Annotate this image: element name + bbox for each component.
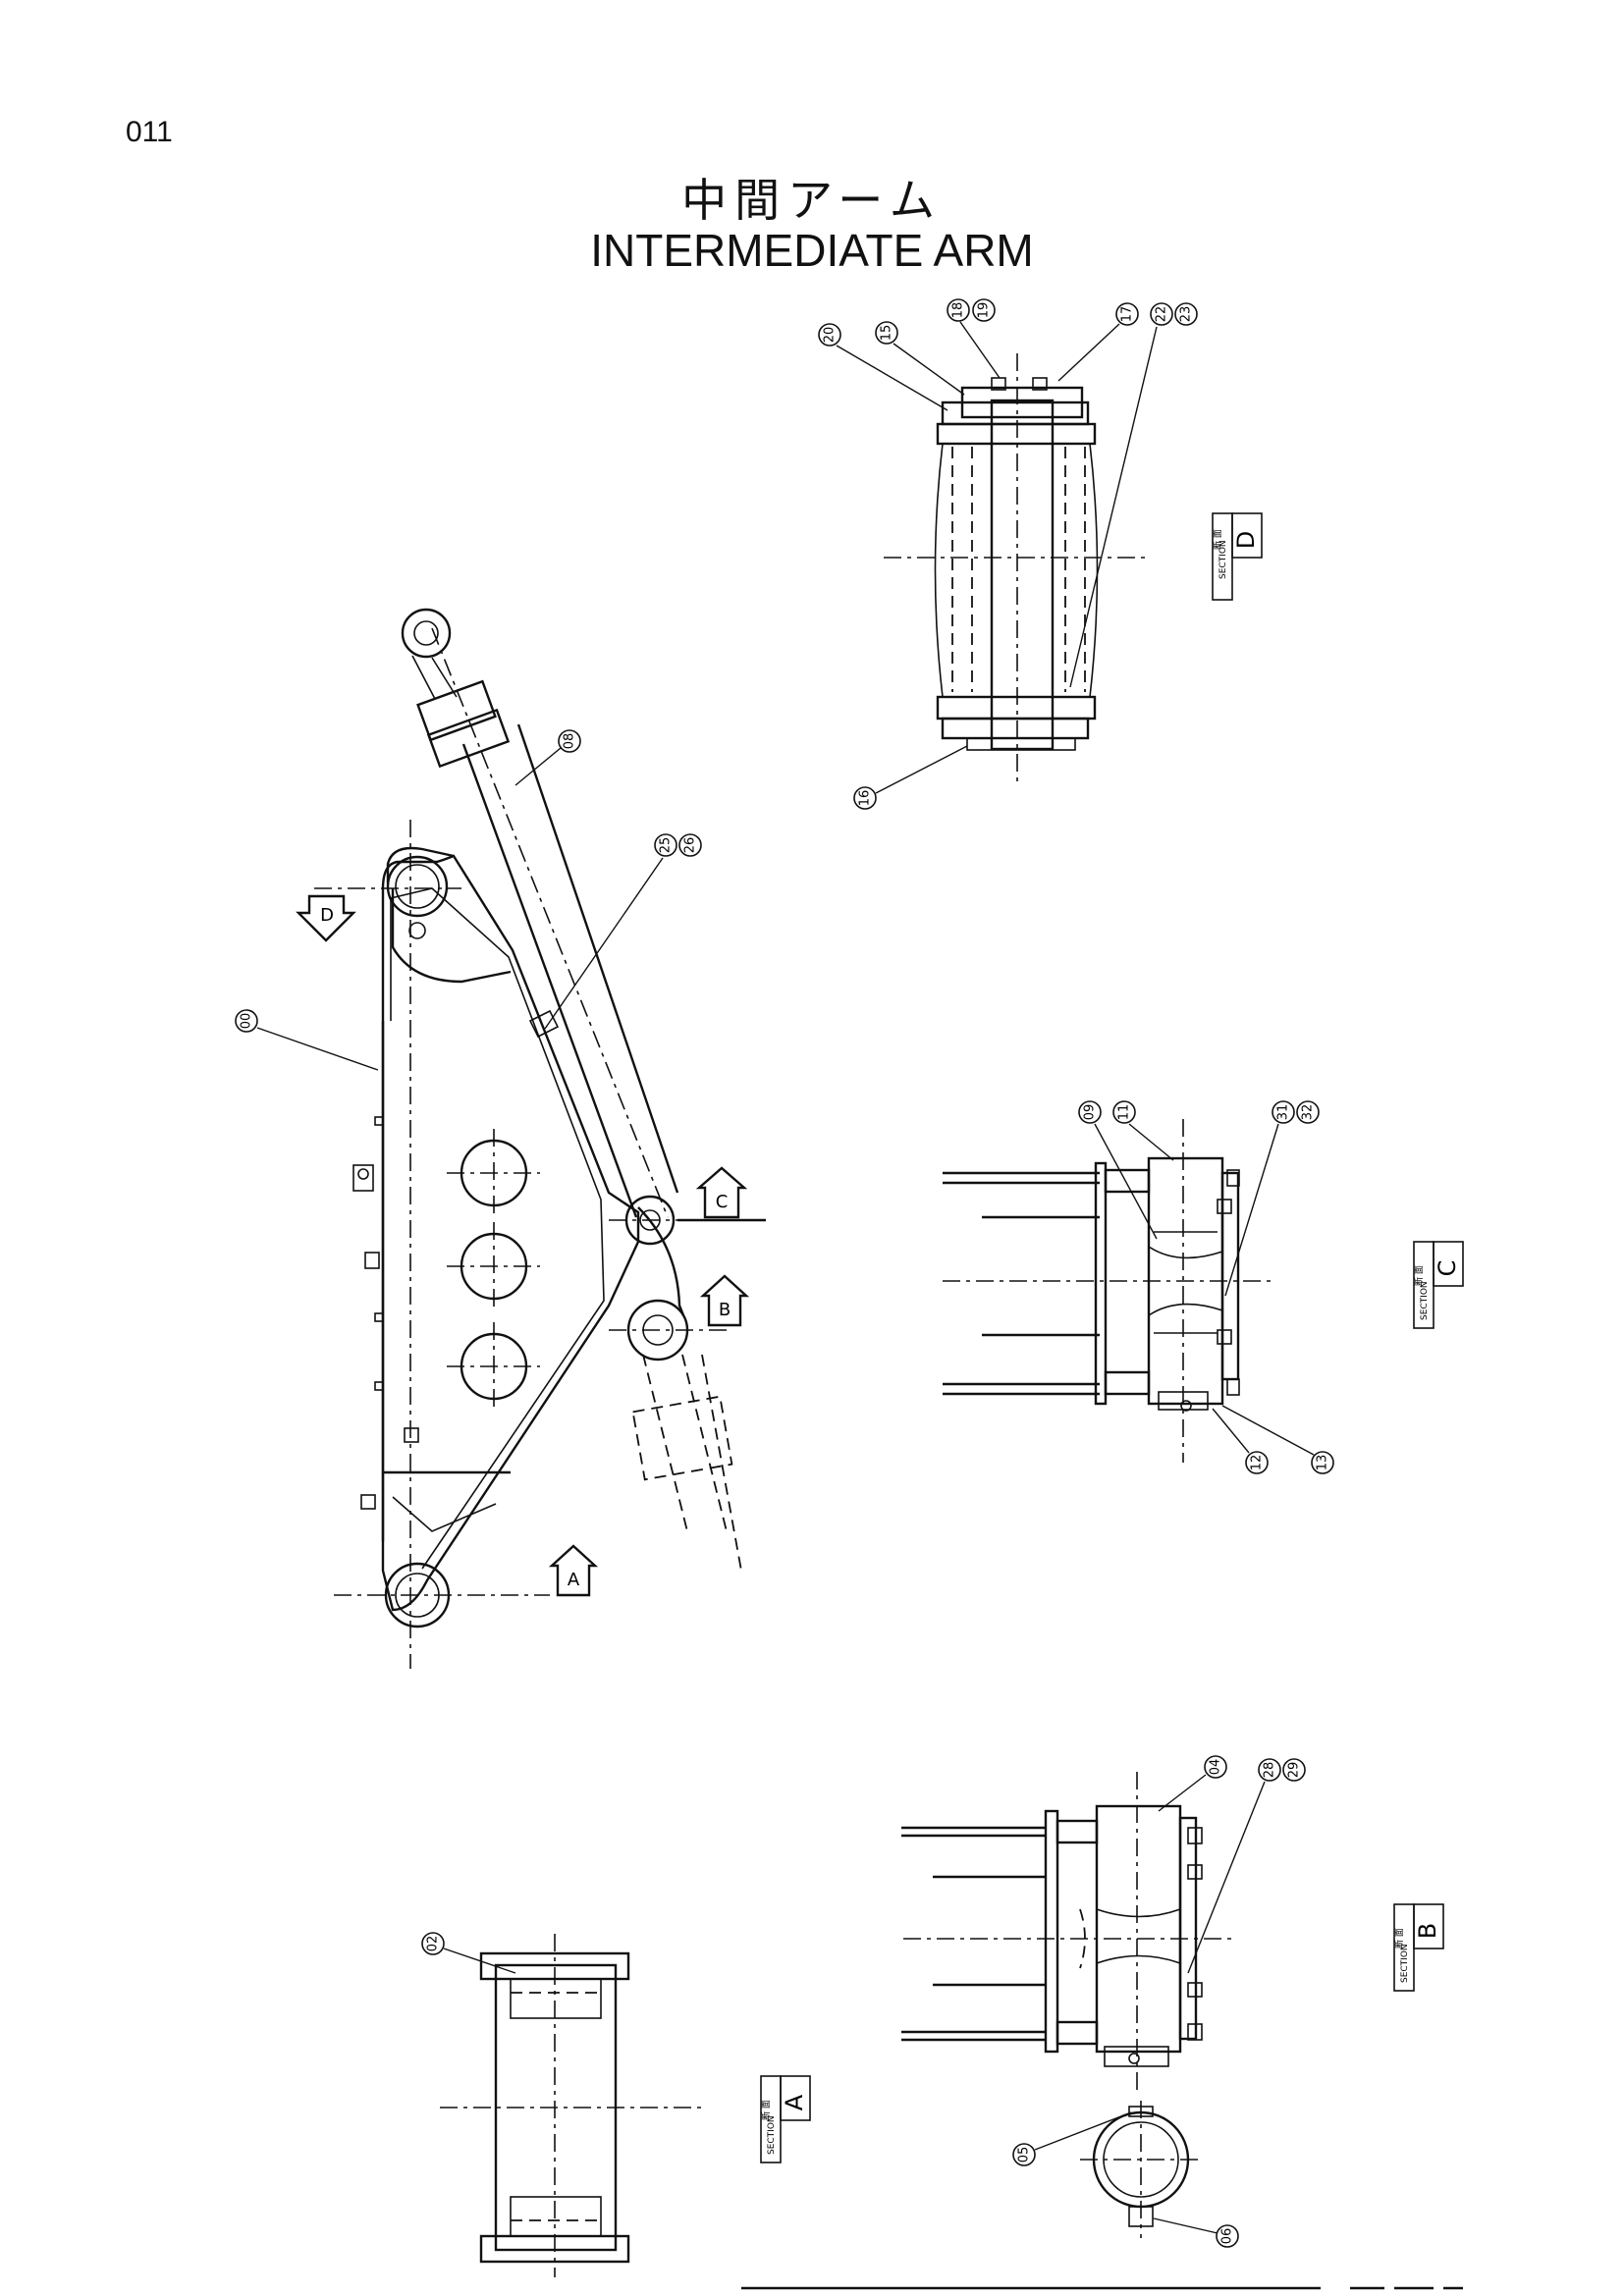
part-balloon-05: 05 — [1012, 2111, 1132, 2166]
part-balloon-13: 13 — [1221, 1405, 1334, 1474]
section-a-view — [440, 1934, 702, 2277]
svg-text:A: A — [568, 1570, 580, 1590]
section-d-view — [884, 353, 1149, 785]
part-balloon-12: 12 — [1212, 1408, 1269, 1474]
svg-text:29: 29 — [1287, 1762, 1302, 1779]
svg-text:D: D — [320, 905, 334, 926]
svg-text:04: 04 — [1209, 1759, 1223, 1776]
page-number: 011 — [126, 116, 173, 148]
svg-text:22: 22 — [1155, 306, 1169, 323]
part-balloon-08: 08 — [514, 729, 581, 786]
svg-text:06: 06 — [1220, 2228, 1235, 2245]
svg-text:20: 20 — [823, 327, 838, 344]
svg-text:SECTION: SECTION — [1218, 540, 1228, 579]
view-arrows: D C B A — [296, 894, 766, 1597]
part-balloon-11: 11 — [1112, 1100, 1174, 1161]
svg-text:08: 08 — [563, 733, 577, 750]
svg-text:B: B — [719, 1300, 731, 1320]
section-label-a: SECTION 断 面 A — [760, 2075, 811, 2163]
main-arm-view — [314, 608, 766, 1669]
view-arrow-c: C — [677, 1166, 766, 1222]
svg-text:32: 32 — [1301, 1104, 1316, 1121]
svg-text:28: 28 — [1263, 1762, 1277, 1779]
svg-text:A: A — [781, 2094, 808, 2110]
part-balloon-23: 23 — [1174, 302, 1198, 326]
svg-text:23: 23 — [1179, 306, 1194, 323]
svg-text:断 面: 断 面 — [1413, 1265, 1425, 1286]
svg-text:09: 09 — [1083, 1104, 1098, 1121]
svg-text:断 面: 断 面 — [1393, 1928, 1405, 1949]
svg-text:02: 02 — [426, 1936, 441, 1952]
view-arrow-d: D — [296, 894, 356, 942]
section-label-c: SECTION 断 面 C — [1413, 1241, 1464, 1329]
svg-text:15: 15 — [880, 325, 894, 342]
svg-text:SECTION: SECTION — [1420, 1281, 1430, 1320]
part-balloon-18: 18 — [947, 298, 1001, 379]
part-balloon-29: 29 — [1282, 1758, 1306, 1782]
part-balloon-15: 15 — [875, 321, 965, 396]
part-balloon-32: 32 — [1296, 1100, 1320, 1124]
svg-text:D: D — [1232, 531, 1260, 549]
section-label-d: SECTION 断 面 D — [1212, 512, 1263, 601]
part-balloon-00: 00 — [235, 1009, 379, 1071]
svg-text:19: 19 — [977, 302, 992, 319]
view-arrow-a: A — [548, 1544, 599, 1597]
part-balloon-06: 06 — [1153, 2217, 1239, 2248]
svg-text:C: C — [1434, 1260, 1461, 1277]
section-b-view — [901, 1772, 1237, 2238]
view-arrow-b: B — [699, 1274, 750, 1327]
part-balloon-19: 19 — [972, 298, 996, 322]
section-label-b: SECTION 断 面 B — [1393, 1903, 1444, 1992]
part-balloon-17: 17 — [1057, 302, 1139, 382]
svg-text:17: 17 — [1120, 306, 1135, 323]
svg-text:18: 18 — [951, 302, 966, 319]
part-balloon-16: 16 — [853, 745, 968, 810]
svg-text:11: 11 — [1117, 1104, 1132, 1121]
svg-text:SECTION: SECTION — [1400, 1944, 1410, 1983]
part-balloon-22: 22 — [1069, 302, 1173, 688]
title-english: INTERMEDIATE ARM — [590, 225, 1034, 276]
svg-text:C: C — [716, 1192, 729, 1212]
svg-text:25: 25 — [659, 837, 674, 854]
svg-text:断 面: 断 面 — [760, 2100, 772, 2120]
svg-text:16: 16 — [858, 790, 873, 807]
svg-text:31: 31 — [1276, 1104, 1291, 1121]
part-balloon-20: 20 — [818, 323, 948, 411]
svg-text:SECTION: SECTION — [767, 2115, 777, 2155]
part-balloon-28: 28 — [1187, 1758, 1281, 1974]
title-japanese: 中間アーム — [681, 174, 943, 227]
part-balloon-04: 04 — [1158, 1755, 1227, 1812]
part-balloon-26: 26 — [678, 833, 702, 857]
part-balloon-09: 09 — [1078, 1100, 1158, 1240]
svg-text:13: 13 — [1316, 1455, 1330, 1471]
section-c-view — [943, 1119, 1276, 1463]
svg-text:B: B — [1414, 1923, 1441, 1939]
part-balloon-25: 25 — [544, 833, 677, 1030]
svg-text:05: 05 — [1017, 2147, 1032, 2163]
svg-text:断 面: 断 面 — [1212, 529, 1223, 550]
part-balloon-31: 31 — [1224, 1100, 1295, 1297]
svg-text:26: 26 — [683, 837, 698, 854]
part-balloon-02: 02 — [421, 1932, 516, 1974]
svg-text:00: 00 — [240, 1013, 254, 1030]
part-number-balloons: 20 15 18 19 17 22 23 16 08 25 26 00 09 1… — [235, 298, 1334, 2248]
svg-text:12: 12 — [1250, 1455, 1265, 1471]
